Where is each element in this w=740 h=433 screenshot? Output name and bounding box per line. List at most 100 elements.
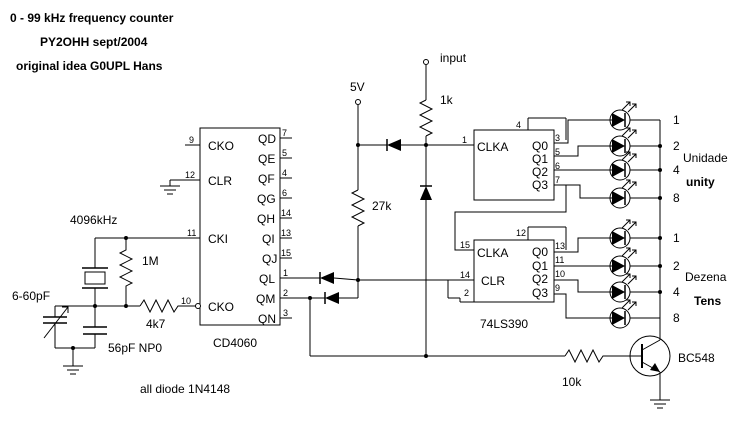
cd4060-qg: QG (257, 192, 276, 206)
ls390-a-pin-7: 7 (555, 175, 560, 185)
resistor-1m (118, 238, 134, 298)
input-terminal (423, 59, 429, 65)
cd4060-pin-5: 5 (282, 148, 287, 158)
crystal-symbol (84, 271, 106, 285)
cd4060-label-cko2: CKO (208, 300, 234, 314)
cd4060-label-cki: CKI (208, 232, 228, 246)
ls390-a-clka: CLKA (477, 140, 508, 154)
resistor-1k-label: 1k (440, 93, 454, 107)
diode-d1 (370, 139, 426, 151)
led-units-8 (612, 191, 625, 205)
ls390-a-pin-5: 5 (555, 147, 560, 157)
resistor-1k (418, 99, 434, 137)
diode-d2 (420, 185, 432, 356)
units-weight-4: 4 (673, 163, 680, 177)
ls390-tens: CLKA 15 CLR 14 2 12 Q0 Q1 Q2 Q3 13 11 10… (459, 226, 567, 331)
supply-label: 5V (350, 80, 365, 94)
transistor-label: BC548 (678, 351, 715, 365)
cd4060-part-label: CD4060 (213, 336, 257, 350)
led-tens-4 (612, 285, 625, 299)
cd4060-pin-11: 11 (187, 228, 196, 238)
cd4060-pin-10: 10 (181, 296, 191, 306)
ls390-a-q3: Q3 (532, 178, 548, 192)
ls390-b-q0: Q0 (532, 245, 548, 259)
ls390-b-pin-9: 9 (555, 283, 560, 293)
units-label-en: unity (686, 175, 715, 189)
ls390-a-pin-6: 6 (555, 161, 560, 171)
supply-terminal (355, 99, 361, 105)
crystal-label: 4096kHz (70, 213, 117, 227)
units-weight-2: 2 (673, 139, 680, 153)
units-label: Unidade (683, 151, 728, 165)
capacitor-56pf-label: 56pF NP0 (108, 341, 162, 355)
resistor-27k-label: 27k (372, 199, 392, 213)
ls390-b-pin-15: 15 (460, 240, 470, 250)
diode-d3 (292, 272, 359, 284)
cd4060-qj: QJ (262, 252, 277, 266)
ls390-b-pin-2: 2 (464, 288, 469, 298)
resistor-10k (564, 348, 632, 364)
cd4060-pin-15: 15 (281, 248, 291, 258)
tens-label: Dezena (685, 270, 727, 284)
ls390-b-pin-14: 14 (460, 270, 470, 280)
cd4060-qe: QE (258, 152, 275, 166)
led-units-4 (612, 163, 625, 177)
ls390-b-pin-13: 13 (555, 241, 565, 251)
title-line-2: PY2OHH sept/2004 (40, 35, 148, 49)
units-weight-1: 1 (673, 113, 680, 127)
ls390-a-q0: Q0 (532, 139, 548, 153)
cd4060-qh: QH (257, 212, 275, 226)
ls390-part-label: 74LS390 (480, 317, 528, 331)
cd4060-pin-9: 9 (189, 135, 194, 145)
cd4060-pin-2: 2 (283, 288, 288, 298)
led-units-2 (612, 139, 625, 153)
tens-led-column (554, 219, 662, 329)
cd4060-qi: QI (262, 232, 275, 246)
cd4060-pin-4: 4 (282, 168, 287, 178)
ls390-a-q2: Q2 (532, 165, 548, 179)
units-weight-8: 8 (673, 191, 680, 205)
cd4060-pin-6: 6 (282, 188, 287, 198)
trimmer-label: 6-60pF (12, 289, 50, 303)
resistor-10k-label: 10k (562, 375, 582, 389)
ls390-b-pin-10: 10 (555, 269, 565, 279)
ls390-b-q1: Q1 (532, 259, 548, 273)
clr-ground-symbol (160, 179, 185, 195)
cd4060-ql: QL (259, 272, 275, 286)
ls390-b-pin-12: 12 (516, 228, 526, 238)
cd4060-pin-12: 12 (185, 170, 195, 180)
units-led-column (554, 101, 662, 320)
cd4060-ic: 9 12 11 10 CKO CLR CKI CKO QD QE QF QG Q… (181, 127, 292, 350)
osc-ground-symbol (63, 365, 83, 375)
led-units-1 (612, 113, 625, 127)
resistor-4k7-label: 4k7 (146, 317, 166, 331)
tens-label-en: Tens (694, 294, 721, 308)
cd4060-qm: QM (256, 292, 275, 306)
ls390-a-pin-4: 4 (516, 120, 521, 130)
tens-weight-4: 4 (673, 285, 680, 299)
ls390-units: CLKA 1 4 Q0 Q1 Q2 Q3 3 5 6 7 (462, 117, 567, 201)
ls390-a-pin-1: 1 (462, 135, 467, 145)
ls390-b-q3: Q3 (532, 286, 548, 300)
tens-weight-2: 2 (673, 259, 680, 273)
diode-note: all diode 1N4148 (140, 382, 230, 396)
cd4060-pin-13: 13 (281, 228, 291, 238)
cd4060-pin-7: 7 (282, 128, 287, 138)
cd4060-label-cko: CKO (208, 139, 234, 153)
title-line-1: 0 - 99 kHz frequency counter (10, 11, 174, 25)
resistor-4k7 (139, 298, 183, 314)
cd4060-qn: QN (258, 312, 276, 326)
ls390-b-pin-11: 11 (555, 255, 564, 265)
led-tens-8 (612, 311, 625, 325)
cd4060-pin-14: 14 (281, 208, 291, 218)
input-label: input (440, 51, 467, 65)
transistor-bc548 (629, 320, 671, 409)
cd4060-pin-1: 1 (283, 268, 288, 278)
led-tens-1 (612, 231, 625, 245)
diode-d4 (292, 292, 358, 304)
cd4060-qd: QD (258, 132, 276, 146)
tens-weight-8: 8 (673, 311, 680, 325)
ls390-b-q2: Q2 (532, 272, 548, 286)
